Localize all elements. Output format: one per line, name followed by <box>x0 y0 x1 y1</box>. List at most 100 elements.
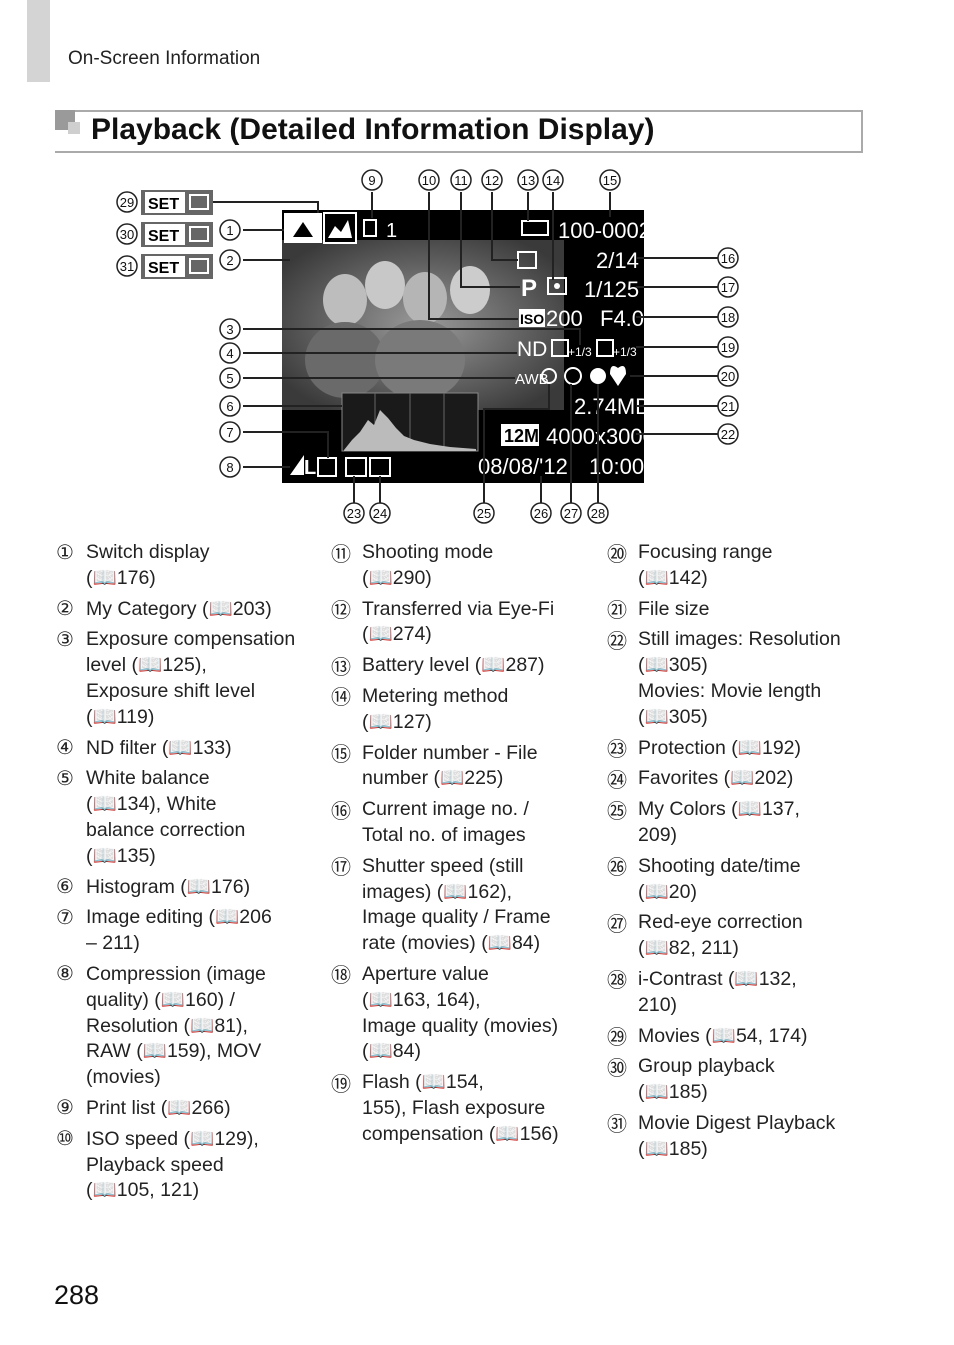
svg-text:7: 7 <box>226 425 233 440</box>
legend-number: ㉕ <box>607 800 627 823</box>
legend-number: ㉓ <box>607 739 627 762</box>
exposure-comp-value: +1/3 <box>568 345 592 359</box>
svg-text:SET: SET <box>148 196 179 213</box>
legend-number: ⑱ <box>331 965 351 988</box>
legend-text: Image editing (📖206 – 211) <box>86 906 272 955</box>
legend-number: ⑲ <box>331 1073 351 1096</box>
i-contrast-icon <box>590 368 606 384</box>
page-number: 288 <box>54 1280 100 1310</box>
callout-17: 17 <box>717 276 739 298</box>
callout-24: 24 <box>369 502 391 524</box>
callout-5: 5 <box>219 367 241 389</box>
legend-number: ㉖ <box>607 857 627 880</box>
legend-text: Shooting mode (📖290) <box>362 541 494 589</box>
svg-text:9: 9 <box>368 173 375 188</box>
legend-item: ⑱ Aperture value (📖163, 164), Image quali… <box>330 962 590 1065</box>
callout-10: 10 <box>418 169 440 191</box>
callout-11: 11 <box>450 169 472 191</box>
legend-number: ㉒ <box>607 630 627 653</box>
shooting-date: 08/08/'12 <box>478 454 568 479</box>
legend-number: ⑤ <box>56 767 74 790</box>
legend-text: Movies (📖54, 174) <box>638 1024 808 1047</box>
callout-2: 2 <box>219 249 241 271</box>
focus-range-icon <box>610 366 626 386</box>
legend-number: ⑩ <box>56 1128 74 1151</box>
shutter-speed: 1/125 <box>584 277 639 302</box>
legend-number: ㉘ <box>607 970 627 993</box>
legend-text: Shutter speed (still images) (📖162), Ima… <box>362 854 551 955</box>
callout-12: 12 <box>481 169 503 191</box>
callout-28: 28 <box>587 502 609 524</box>
callout-25: 25 <box>473 502 495 524</box>
legend-number: ⑭ <box>331 687 351 710</box>
callout-6: 6 <box>219 395 241 417</box>
battery-icon <box>521 220 549 236</box>
svg-text:24: 24 <box>373 506 387 521</box>
legend-number: ② <box>56 598 74 621</box>
svg-text:19: 19 <box>721 340 735 355</box>
legend-text: Exposure compensation level (📖125), Expo… <box>86 628 296 728</box>
svg-text:25: 25 <box>477 506 491 521</box>
legend-text: Focusing range (📖142) <box>638 541 773 589</box>
legend-item: ㉒ Still images: Resolution (📖305) Movies:… <box>606 627 866 730</box>
group-playback-set-icon: SET <box>141 222 213 247</box>
legend-text: Still images: Resolution (📖305) Movies: … <box>638 628 841 728</box>
legend-text: White balance (📖134), White balance corr… <box>86 767 246 867</box>
svg-text:17: 17 <box>721 280 735 295</box>
folder-file-number: 100-0002 <box>558 218 651 243</box>
legend-text: Protection (📖192) <box>638 736 802 759</box>
legend-text: Switch display (📖176) <box>86 541 210 589</box>
title-frame <box>55 110 863 153</box>
callout-20: 20 <box>717 365 739 387</box>
callout-26: 26 <box>530 502 552 524</box>
callout-29: 29 <box>116 191 138 213</box>
print-count: 1 <box>386 220 397 242</box>
section-tab <box>27 0 50 82</box>
svg-text:16: 16 <box>721 251 735 266</box>
callout-21: 21 <box>717 395 739 417</box>
svg-text:28: 28 <box>591 506 605 521</box>
svg-text:8: 8 <box>226 460 233 475</box>
switch-display-icon <box>284 212 357 244</box>
iso-label: ISO <box>520 311 544 327</box>
legend-number: ⑥ <box>56 876 74 899</box>
callout-30: 30 <box>116 223 138 245</box>
svg-text:26: 26 <box>534 506 548 521</box>
svg-text:6: 6 <box>226 399 233 414</box>
movies-set-icon: SET <box>141 190 213 215</box>
my-colors-icon <box>541 368 557 384</box>
section-label: On-Screen Information <box>68 48 261 69</box>
resolution: 4000x3000 <box>546 424 655 449</box>
legend-number: ㉚ <box>607 1057 627 1080</box>
legend-text: File size <box>638 597 710 620</box>
svg-text:30: 30 <box>120 227 134 242</box>
callout-7: 7 <box>219 421 241 443</box>
legend-text: Aperture value (📖163, 164), Image qualit… <box>362 962 559 1063</box>
legend-number: ③ <box>56 628 74 651</box>
callout-8: 8 <box>219 456 241 478</box>
svg-text:27: 27 <box>564 506 578 521</box>
legend-number: ㉙ <box>607 1027 627 1050</box>
svg-text:23: 23 <box>347 506 361 521</box>
svg-text:4: 4 <box>226 346 233 361</box>
legend-text: Folder number - File number (📖225) <box>362 741 538 790</box>
legend-number: ① <box>56 541 74 564</box>
callout-23: 23 <box>343 502 365 524</box>
legend-item: ③ Exposure compensation level (📖125), Exp… <box>54 627 314 730</box>
legend-number: ⑳ <box>607 543 627 566</box>
aperture-value: F4.0 <box>600 306 644 331</box>
callout-16: 16 <box>717 247 739 269</box>
metering-icon <box>547 277 567 295</box>
legend-number: ㉑ <box>607 600 627 623</box>
